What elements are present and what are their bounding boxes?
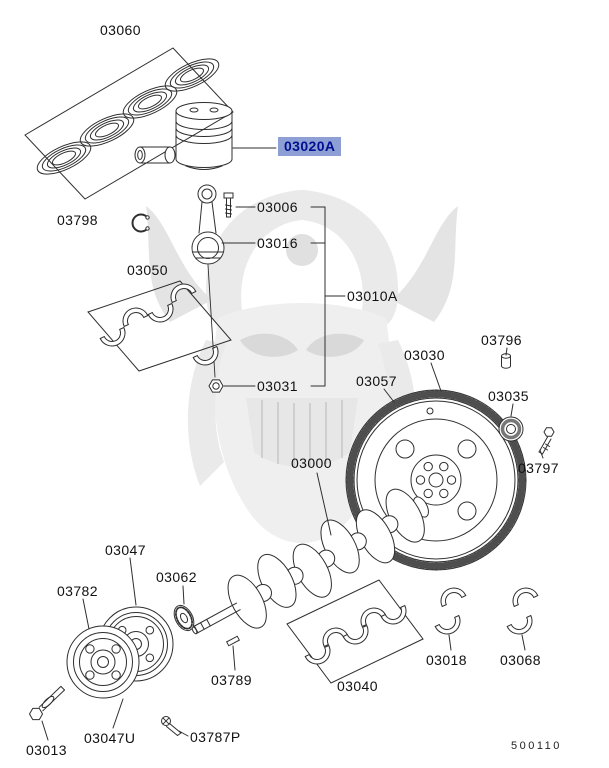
part-label-03006[interactable]: 03006 (257, 199, 298, 215)
crank-bolt-drawing (28, 685, 65, 721)
part-label-03040[interactable]: 03040 (337, 678, 378, 694)
piston-drawing (175, 102, 233, 170)
part-label-03010A[interactable]: 03010A (347, 288, 398, 304)
part-label-03018[interactable]: 03018 (426, 652, 467, 668)
part-label-03047U[interactable]: 03047U (84, 730, 136, 746)
part-label-03062[interactable]: 03062 (156, 569, 197, 585)
key-drawing (225, 635, 241, 647)
main-bearings-box-drawing (286, 579, 424, 684)
part-label-03796[interactable]: 03796 (481, 332, 522, 348)
part-label-03031[interactable]: 03031 (257, 378, 298, 394)
pilot-bearing-drawing (498, 416, 524, 442)
rod-bearings-box-drawing (87, 279, 232, 372)
part-label-03798[interactable]: 03798 (57, 212, 98, 228)
part-label-03787P[interactable]: 03787P (190, 729, 241, 745)
piston-rings-drawing (24, 47, 234, 200)
part-label-03035[interactable]: 03035 (488, 388, 529, 404)
part-label-03047[interactable]: 03047 (105, 542, 146, 558)
drawing-number: 500110 (511, 740, 562, 752)
part-label-03013[interactable]: 03013 (26, 742, 67, 758)
part-label-03789[interactable]: 03789 (211, 672, 252, 688)
thrust-bearing-drawing-03068 (506, 583, 539, 639)
spacer-pin-drawing (501, 353, 511, 369)
part-label-03057[interactable]: 03057 (356, 373, 397, 389)
part-label-03030[interactable]: 03030 (404, 347, 445, 363)
connecting-rod-drawing (191, 184, 225, 378)
bearing-pair-drawing-03018 (434, 583, 467, 639)
rod-bolt-drawing (223, 192, 234, 218)
damper-pulley-drawing (66, 625, 140, 699)
screw-drawing (161, 716, 182, 736)
part-label-03797[interactable]: 03797 (518, 460, 559, 476)
part-label-03016[interactable]: 03016 (257, 235, 298, 251)
snap-ring-drawing (131, 213, 150, 233)
part-label-03000[interactable]: 03000 (291, 455, 332, 471)
rod-nut-drawing (208, 379, 224, 393)
part-label-03068[interactable]: 03068 (500, 652, 541, 668)
flywheel-bolt-drawing (538, 427, 555, 455)
part-label-03020A-selected[interactable]: 03020A (278, 137, 342, 156)
piston-pin-drawing (134, 146, 176, 164)
leader-lines (41, 147, 544, 741)
bracket-lines (310, 206, 346, 387)
part-label-03050[interactable]: 03050 (127, 262, 168, 278)
part-label-03782[interactable]: 03782 (57, 583, 98, 599)
sprocket-drawing (173, 604, 195, 632)
part-label-03060[interactable]: 03060 (100, 22, 141, 38)
